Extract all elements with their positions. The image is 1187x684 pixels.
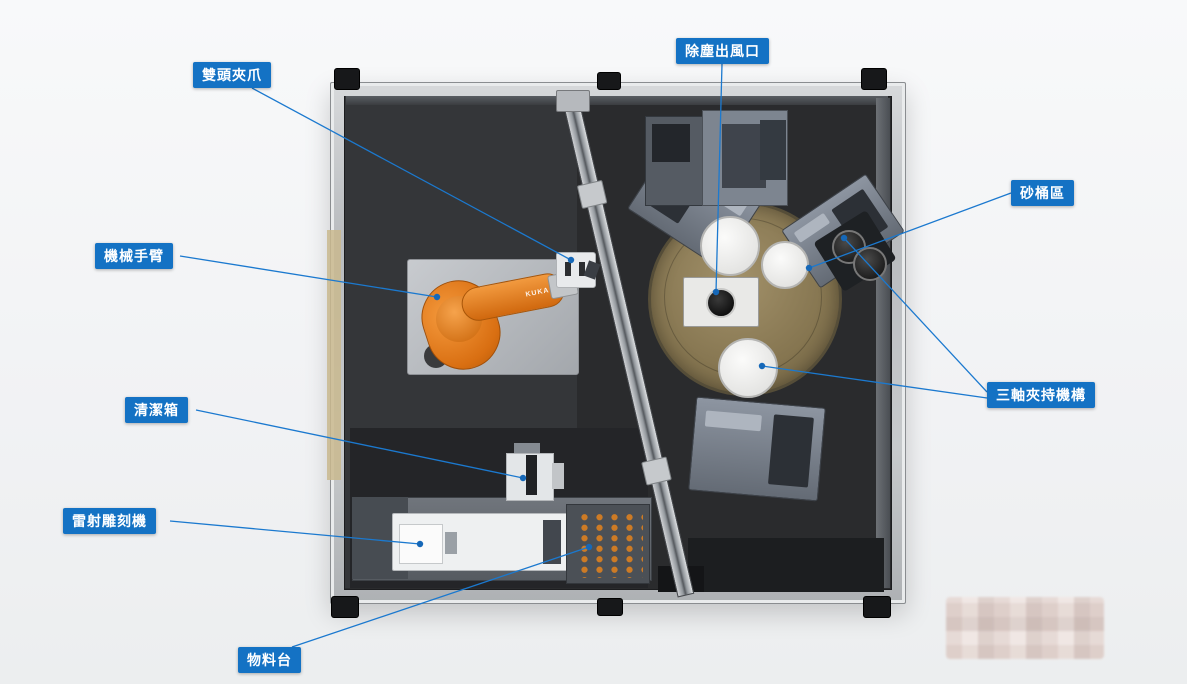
label-laser-engraver: 雷射雕刻機 <box>63 508 156 534</box>
right-inner-rail <box>876 98 890 588</box>
side-strip <box>327 230 341 480</box>
clamp-station-right <box>761 241 809 289</box>
label-dust-outlet: 除塵出風口 <box>676 38 769 64</box>
clamp-station-top <box>700 216 760 276</box>
clamp-machinery-bottom <box>688 396 826 502</box>
mount-tab <box>861 68 887 90</box>
beam-top-joint <box>556 90 590 112</box>
dust-outlet-hole <box>706 288 736 318</box>
label-sand-bucket-area: 砂桶區 <box>1011 180 1074 206</box>
machinery-block <box>760 120 786 180</box>
sand-bucket <box>853 247 887 281</box>
material-tray <box>566 504 650 584</box>
label-cleaning-box: 清潔箱 <box>125 397 188 423</box>
cleaning-box <box>506 443 564 501</box>
mount-tab <box>331 596 359 618</box>
pixelated-watermark <box>946 597 1104 659</box>
top-inner-rail <box>346 96 888 105</box>
mount-tab <box>334 68 360 90</box>
label-material-table: 物料台 <box>238 647 301 673</box>
bottom-right-platform <box>688 538 884 592</box>
machinery-block <box>722 124 766 188</box>
machinery-block <box>652 124 690 162</box>
mount-tab <box>597 72 621 90</box>
label-robot-arm: 機械手臂 <box>95 243 173 269</box>
robot-brand-text: KUKA <box>524 286 551 299</box>
laser-engraver <box>392 513 570 571</box>
label-three-axis-clamp: 三軸夾持機構 <box>987 382 1095 408</box>
label-double-head-gripper: 雙頭夾爪 <box>193 62 271 88</box>
material-tray-parts <box>573 510 643 578</box>
mount-tab <box>597 598 623 616</box>
clamp-station-bottom <box>718 338 778 398</box>
mount-tab <box>863 596 891 618</box>
